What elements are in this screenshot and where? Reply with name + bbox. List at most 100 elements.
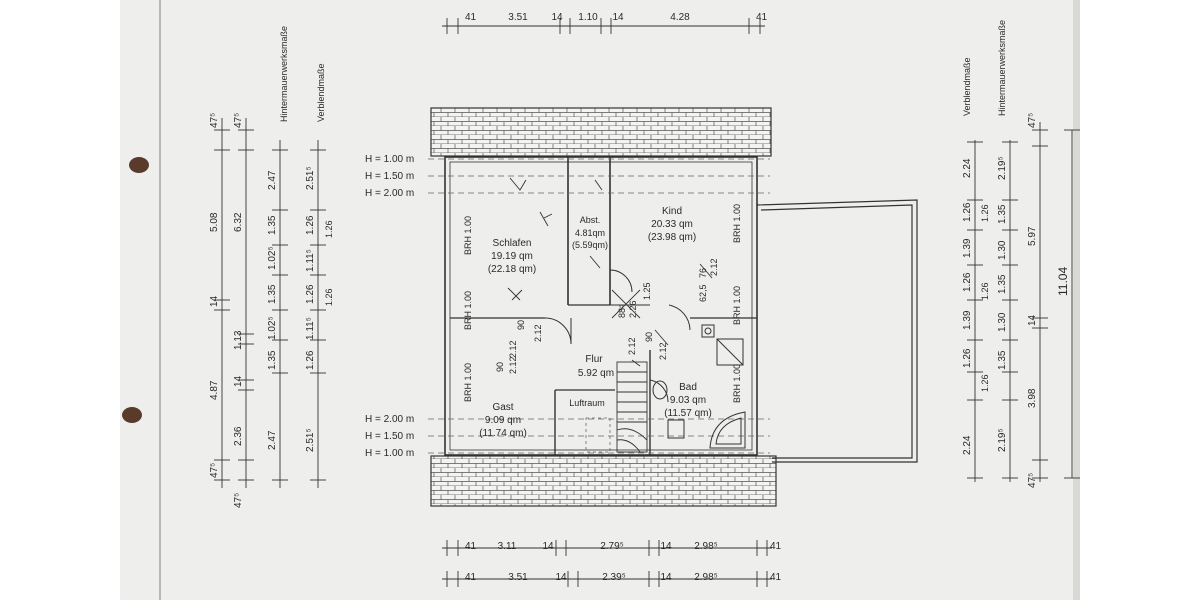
- dim-value: 1.26: [962, 202, 973, 222]
- dim-value: 1.02⁵: [267, 316, 278, 340]
- dim-value: 1.26: [305, 350, 316, 370]
- sink: [667, 419, 685, 439]
- roof-tiles-bottom: [430, 455, 777, 507]
- dim-value: 41: [465, 541, 477, 552]
- height-label: H = 2.00 m: [365, 414, 414, 425]
- dim-value: 41: [770, 541, 782, 552]
- dim-value: 1.26: [305, 284, 316, 304]
- dim-value: 1.26: [962, 348, 973, 368]
- dim-value: 47⁵: [209, 113, 220, 128]
- punch-hole-bottom: [122, 407, 142, 423]
- column-label-verblend: Verblendmaße: [316, 63, 326, 122]
- brh-label: BRH 1.00: [732, 364, 742, 403]
- inner-wall-line: [449, 161, 753, 451]
- column-label-hintermauer: Hintermauerwerksmaße: [997, 20, 1007, 116]
- height-label: H = 1.00 m: [365, 448, 414, 459]
- column-label-hintermauer: Hintermauerwerksmaße: [279, 26, 289, 122]
- dim-value: 41: [756, 12, 768, 23]
- room-area-gast: 9.09 qm: [485, 415, 521, 426]
- dim-value: 2.19⁵: [997, 428, 1008, 452]
- column-label-verblend: Verblendmaße: [962, 57, 972, 116]
- bathroom-fixtures: [652, 324, 746, 449]
- brh-label: BRH 1.00: [463, 363, 473, 402]
- dim-value: 1.35: [997, 350, 1008, 370]
- dim-value: 2.51⁵: [305, 166, 316, 190]
- dim-value: 1.26: [962, 272, 973, 292]
- room-area-kind: 20.33 qm: [651, 219, 693, 230]
- room-name-bad: Bad: [679, 382, 697, 393]
- annotation: 2.12: [627, 337, 637, 355]
- room-labels: Schlafen 19.19 qm (22.18 qm) Abst. 4.81q…: [479, 206, 712, 439]
- dim-value: 1.10: [578, 12, 598, 23]
- dim-value: 1.13: [233, 330, 244, 350]
- dim-value: 47⁵: [233, 493, 244, 508]
- dim-line-bottom-2: 41 3.51 14 2.39⁵ 14 2.98⁵ 41: [442, 571, 782, 587]
- toilet: [652, 380, 668, 400]
- luftraum-void: [585, 417, 611, 453]
- dim-value: 3.51: [508, 12, 528, 23]
- dim-line-bottom-1: 41 3.11 14 2.79⁵ 14 2.98⁵ 41: [442, 540, 782, 556]
- dim-value: 2.36: [233, 426, 244, 446]
- height-label: H = 2.00 m: [365, 188, 414, 199]
- annotation: 2.12: [658, 342, 668, 360]
- doors: [544, 269, 691, 403]
- brh-label: BRH 1.00: [732, 204, 742, 243]
- dim-value: 3.51: [508, 572, 528, 583]
- dim-value: 3.98: [1027, 388, 1038, 408]
- dim-value: 2.24: [962, 435, 973, 455]
- annotation: 90: [644, 332, 654, 342]
- staircase: [616, 359, 648, 453]
- room-area-flur: 5.92 qm: [578, 368, 614, 379]
- height-label: H = 1.00 m: [365, 154, 414, 165]
- room-name-kind: Kind: [662, 206, 682, 217]
- walls: [444, 156, 758, 456]
- room-area2-kind: (23.98 qm): [648, 232, 696, 243]
- dim-columns-right: 2.24 1.26 1.39 1.26 1.39 1.26 2.24 1.26 …: [962, 20, 1080, 488]
- dim-value: 2.98⁵: [694, 572, 718, 583]
- dim-value: 6.32: [233, 212, 244, 232]
- dim-value: 1.26: [324, 220, 334, 238]
- room-name-luftraum: Luftraum: [569, 398, 605, 408]
- paper-edge: [1073, 0, 1080, 600]
- height-labels: H = 1.00 m H = 1.50 m H = 2.00 m H = 2.0…: [365, 154, 414, 459]
- dim-value: 1.26: [980, 282, 990, 300]
- height-lines: [428, 158, 770, 454]
- dim-value: 2.79⁵: [600, 541, 624, 552]
- dim-value: 1.35: [267, 215, 278, 235]
- hand-marks: [507, 177, 713, 346]
- room-area2-abst: (5.59qm): [572, 240, 608, 250]
- dim-value: 47⁵: [209, 463, 220, 478]
- dim-value: 2.98⁵: [694, 541, 718, 552]
- annotation: 62,5: [698, 284, 708, 302]
- annotation: 90: [495, 362, 505, 372]
- dim-value: 41: [465, 572, 477, 583]
- dim-value: 1.30: [997, 240, 1008, 260]
- room-area2-bad: (11.57 qm): [664, 408, 712, 419]
- dim-value: 2.51⁵: [305, 428, 316, 452]
- dim-value: 14: [555, 572, 567, 583]
- dim-value: 1.35: [267, 350, 278, 370]
- room-name-abst: Abst.: [580, 215, 601, 225]
- annotation: 2.26: [628, 300, 638, 318]
- dim-value: 47⁵: [1027, 473, 1038, 488]
- annotation: 2.12: [508, 340, 518, 358]
- brh-label: BRH 1.00: [463, 216, 473, 255]
- dim-value: 14: [612, 12, 624, 23]
- dim-value: 1.26: [980, 204, 990, 222]
- roof-tiles: [430, 107, 777, 507]
- height-label: H = 1.50 m: [365, 431, 414, 442]
- annotation: 88⁵: [617, 304, 627, 318]
- dim-value: 1.35: [267, 284, 278, 304]
- dim-value: 2.39⁵: [602, 572, 626, 583]
- room-area-schlafen: 19.19 qm: [491, 251, 533, 262]
- dim-value: 47⁵: [1027, 113, 1038, 128]
- dim-columns-left: 47⁵ 4.87 47⁵ 5.08 14 47⁵ 47⁵ 6.32 1.13 1…: [209, 26, 334, 508]
- room-name-gast: Gast: [492, 402, 513, 413]
- dim-value: 1.39: [962, 238, 973, 258]
- dim-value: 1.35: [997, 204, 1008, 224]
- annotation: 2.12: [709, 258, 719, 276]
- dim-value: 41: [770, 572, 782, 583]
- dim-value: 1.11⁵: [305, 249, 316, 272]
- height-label: H = 1.50 m: [365, 171, 414, 182]
